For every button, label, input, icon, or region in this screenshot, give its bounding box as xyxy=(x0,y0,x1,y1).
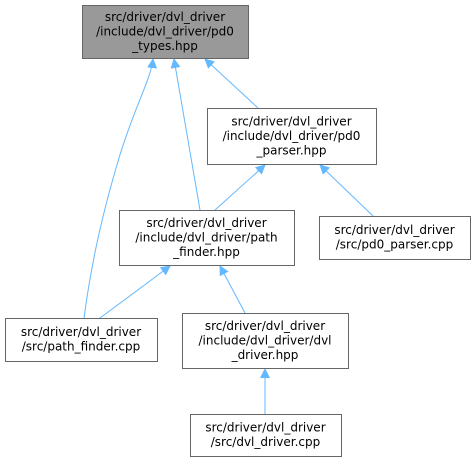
edge-dvl_driver_hpp-to-path_finder_hpp xyxy=(219,265,246,314)
edge-path_finder_hpp-to-pd0_parser_hpp xyxy=(214,164,266,211)
node-box xyxy=(5,318,158,362)
node-box xyxy=(190,414,342,457)
node-label-line: /include/dvl_driver/dvl xyxy=(198,333,331,347)
node-path-finder-cpp[interactable]: src/driver/dvl_driver/src/path_finder.cp… xyxy=(5,318,158,362)
node-box xyxy=(82,5,249,59)
node-label-line: src/driver/dvl_driver xyxy=(231,114,351,128)
node-label-line: src/driver/dvl_driver xyxy=(205,421,325,435)
node-pd0-parser-cpp[interactable]: src/driver/dvl_driver/src/pd0_parser.cpp xyxy=(319,216,471,260)
node-box xyxy=(119,210,295,266)
node-label-line: _driver.hpp xyxy=(231,348,299,362)
edge-path_finder_cpp-to-path_finder_hpp xyxy=(99,265,171,319)
node-label-line: _types.hpp xyxy=(131,39,198,53)
node-label-line: /include/dvl_driver/pd0 xyxy=(96,24,234,38)
node-label-line: _parser.hpp xyxy=(255,143,326,157)
edge-path_finder_cpp-to-pd0_types_hpp xyxy=(83,58,158,319)
node-label-line: src/driver/dvl_driver xyxy=(334,223,454,237)
nodes-layer: src/driver/dvl_driver/include/dvl_driver… xyxy=(5,5,471,457)
node-label-line: src/driver/dvl_driver xyxy=(21,325,141,339)
edge-path_finder_hpp-to-pd0_types_hpp xyxy=(170,58,201,211)
edges-layer xyxy=(83,58,374,414)
node-dvl-driver-hpp[interactable]: src/driver/dvl_driver/include/dvl_driver… xyxy=(182,313,349,369)
node-box xyxy=(319,216,471,260)
node-label-line: _finder.hpp xyxy=(172,245,240,259)
node-dvl-driver-cpp[interactable]: src/driver/dvl_driver/src/dvl_driver.cpp xyxy=(190,414,342,457)
node-label-line: /include/dvl_driver/path xyxy=(135,230,277,244)
edge-pd0_parser_hpp-to-pd0_types_hpp xyxy=(204,58,259,109)
node-label-line: src/driver/dvl_driver xyxy=(205,319,325,333)
node-path-finder-hpp[interactable]: src/driver/dvl_driver/include/dvl_driver… xyxy=(119,210,295,266)
node-label-line: /src/path_finder.cpp xyxy=(22,340,141,354)
node-label-line: /src/dvl_driver.cpp xyxy=(211,435,321,449)
node-label-line: /src/pd0_parser.cpp xyxy=(336,238,454,252)
node-box xyxy=(207,108,377,165)
node-pd0-parser-hpp[interactable]: src/driver/dvl_driver/include/dvl_driver… xyxy=(207,108,377,165)
node-label-line: src/driver/dvl_driver xyxy=(105,10,225,24)
node-label-line: /include/dvl_driver/pd0 xyxy=(223,129,361,143)
node-label-line: src/driver/dvl_driver xyxy=(146,216,266,230)
edge-pd0_parser_cpp-to-pd0_parser_hpp xyxy=(319,164,374,217)
node-pd0-types-hpp[interactable]: src/driver/dvl_driver/include/dvl_driver… xyxy=(82,5,249,59)
node-box xyxy=(182,313,349,369)
